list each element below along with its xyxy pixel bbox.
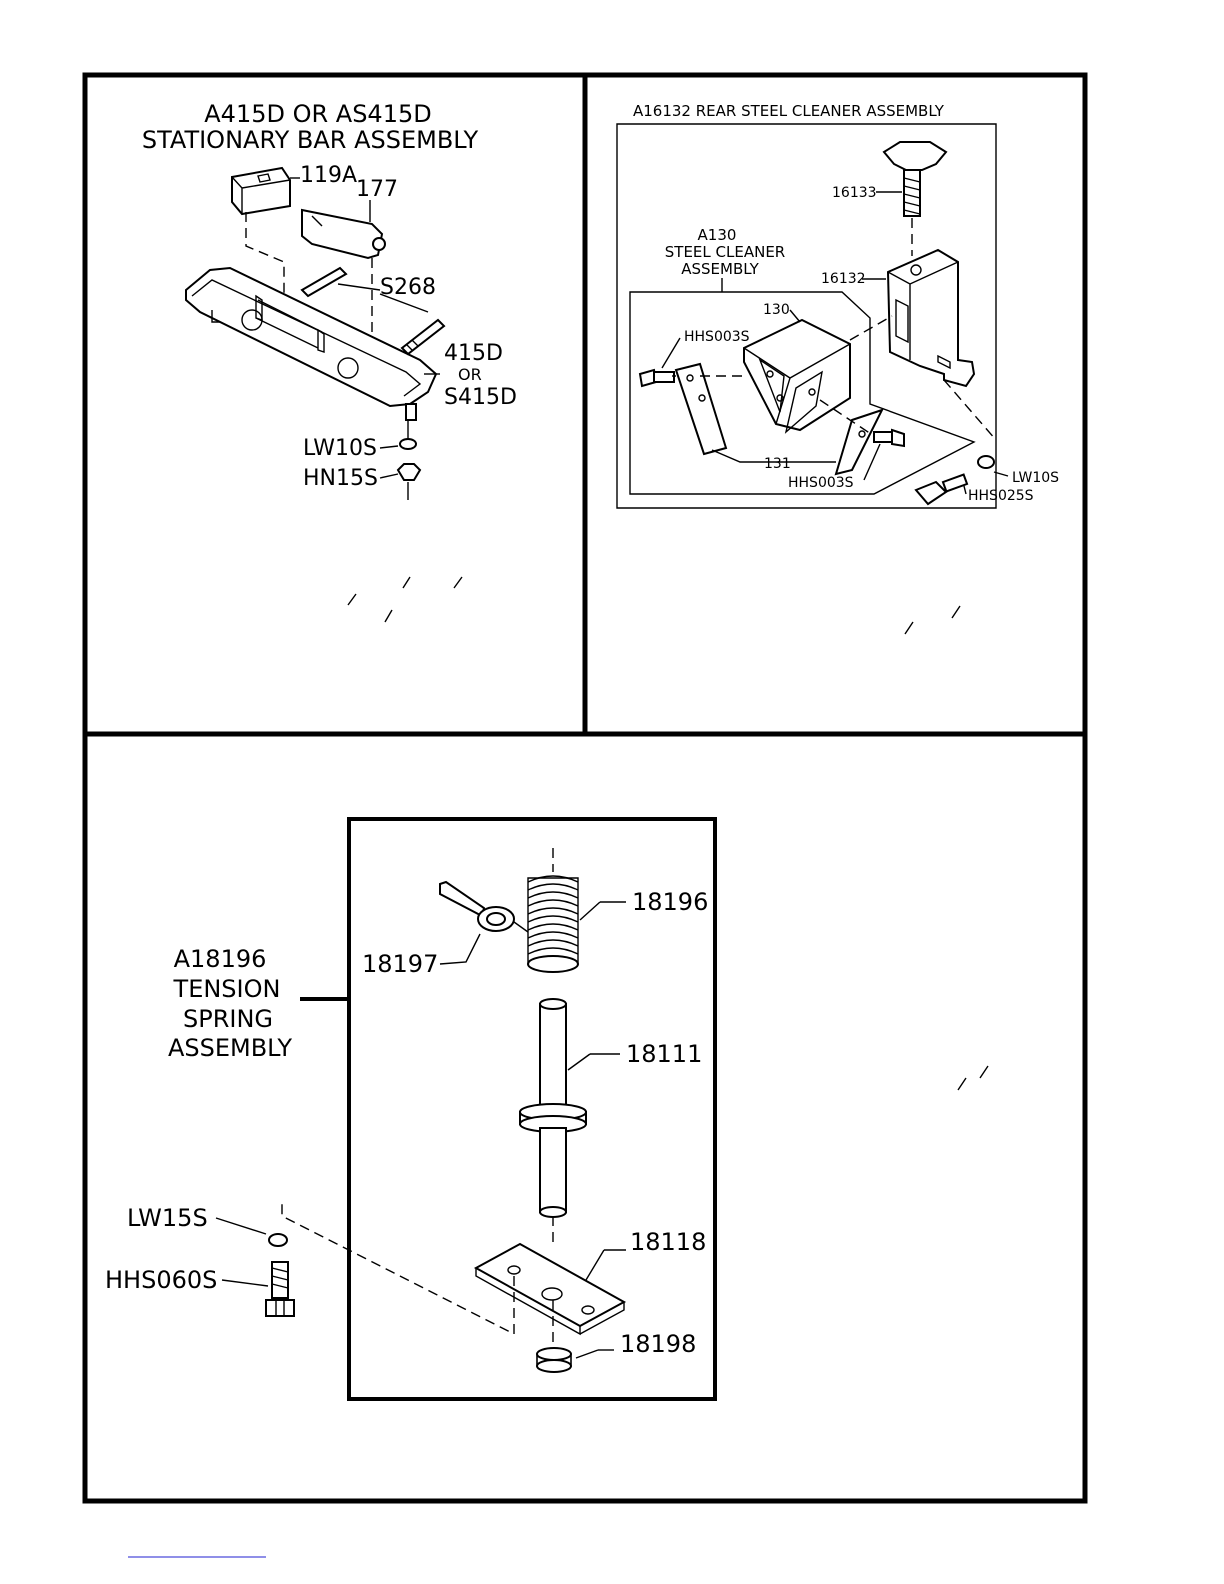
part-hn15s-nut [398,464,420,480]
part-16132-bracket [888,250,974,386]
part-hhs003s-screw-right [874,430,904,446]
title-line-2: STATIONARY BAR ASSEMBLY [142,126,479,154]
label-lw15s: LW15S [127,1204,208,1232]
label-130: 130 [763,302,790,318]
title-line-2: TENSION [173,975,281,1003]
title-line-1: A18196 [174,945,267,973]
part-130-cleaner-body [744,320,850,432]
label-s268: S268 [380,275,436,300]
label-or: OR [458,365,482,384]
sub-title-line-2: STEEL CLEANER [665,243,785,261]
part-hhs060s-screw [266,1262,294,1316]
label-18111: 18111 [626,1040,702,1068]
label-lw10s: LW10S [303,436,377,461]
label-415d: 415D [444,341,503,366]
part-16133-knob [884,142,946,216]
sub-title-line-3: ASSEMBLY [681,260,759,278]
title-line-1: A415D OR AS415D [204,100,431,128]
part-18111-shaft [520,999,586,1217]
title-line-4: ASSEMBLY [168,1034,292,1062]
label-hhs060s: HHS060S [105,1266,217,1294]
sub-title-line-1: A130 [698,226,737,244]
part-18197-tab-washer [440,882,514,931]
part-hhs003s-screw-left [640,370,674,386]
title-line-3: SPRING [183,1005,273,1033]
label-s415d: S415D [444,385,517,410]
part-lw15s-washer [269,1234,287,1246]
panel-rear-steel-cleaner-assembly: A16132 REAR STEEL CLEANER ASSEMBLY 16133… [617,102,1059,634]
part-lw10s-washer [978,456,994,468]
label-18196: 18196 [632,888,708,916]
label-18198: 18198 [620,1330,696,1358]
label-16133: 16133 [832,185,877,201]
part-hhs025s-screw [916,475,967,504]
label-hhs003s-top: HHS003S [684,329,750,345]
label-16132: 16132 [821,271,866,287]
panel-stationary-bar-assembly: A415D OR AS415D STATIONARY BAR ASSEMBLY … [142,100,517,622]
title: A16132 REAR STEEL CLEANER ASSEMBLY [633,102,945,120]
part-18196-spring [528,848,578,972]
label-119a: 119A [300,163,357,188]
part-131-blade-left [676,364,726,454]
panel-tension-spring-assembly: A18196 TENSION SPRING ASSEMBLY 18196 181… [105,819,988,1399]
label-lw10s: LW10S [1012,470,1059,486]
part-18118-plate [476,1244,624,1334]
label-177: 177 [356,177,398,202]
part-119a-block [232,168,290,214]
label-hhs025s: HHS025S [968,488,1034,504]
label-18197: 18197 [362,950,438,978]
label-hhs003s-bottom: HHS003S [788,475,854,491]
part-lw10s-washer [400,439,416,449]
label-hn15s: HN15S [303,466,378,491]
part-18198-cap [537,1348,571,1372]
part-177-link [302,210,385,258]
label-18118: 18118 [630,1228,706,1256]
label-131: 131 [764,456,791,472]
